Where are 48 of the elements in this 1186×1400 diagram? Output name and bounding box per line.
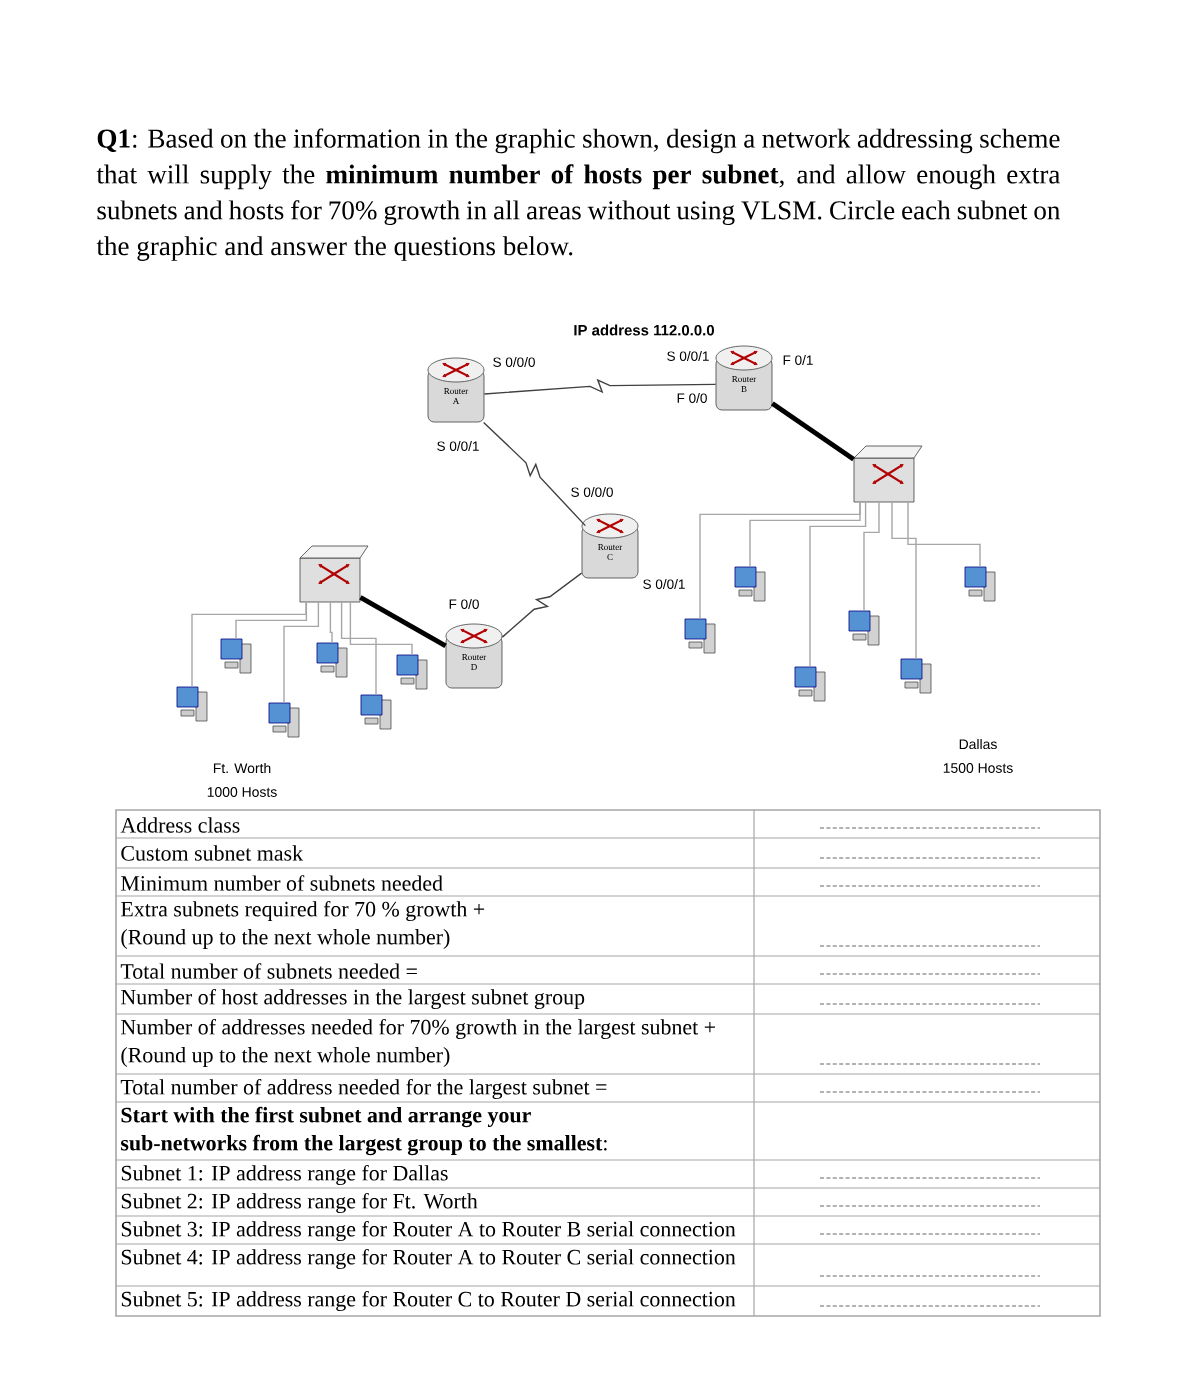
serial-link xyxy=(482,421,586,527)
table-cell-text: Minimum number of subnets needed xyxy=(121,875,443,891)
network-cable xyxy=(329,601,333,644)
network-cable xyxy=(891,501,917,660)
computer-icon xyxy=(684,618,716,654)
table-cell-text: Start with the first subnet and arrange your xyxy=(121,1106,531,1128)
network-cable xyxy=(863,501,880,612)
table-cell-text: (Round up to the next whole number) xyxy=(121,1047,450,1067)
network-switch-icon xyxy=(299,545,369,603)
network-cable xyxy=(809,501,867,668)
table-cell-text: Total number of address needed for the largest subnet = xyxy=(120,1078,607,1100)
table-cell-text: Number of host addresses in the largest subnet group xyxy=(121,988,585,1010)
serial-link xyxy=(501,572,583,638)
network-cable xyxy=(749,501,861,568)
computer-icon xyxy=(316,642,348,678)
serial-link xyxy=(483,378,717,395)
network-cable xyxy=(359,595,447,648)
computer-icon xyxy=(396,654,428,690)
network-cable xyxy=(191,601,307,688)
table-cell-text: Subnet 3: IP address range for Router A to Router B serial connection xyxy=(121,1220,736,1242)
table-cell-text: Total number of subnets needed = xyxy=(120,963,417,979)
question-text: Q1: Based on the information in the graphic shown, design a network addressing scheme that will supply the minimum number of hosts per subnet, and allow enough extra subnets and hosts for 70% growth in all areas without using VLSM. Circle each subnet on the graphic and answer the questions below. xyxy=(96,128,1061,261)
computer-icon xyxy=(900,658,932,694)
network-cable xyxy=(235,601,308,640)
computer-icon xyxy=(360,694,392,730)
table-cell-text: Subnet 5: IP address range for Router C to Router D serial connection xyxy=(121,1290,736,1312)
network-cable xyxy=(771,401,855,462)
computer-icon xyxy=(734,566,766,602)
table-cell-text: Extra subnets required for 70 % growth + xyxy=(121,900,485,922)
network-cable xyxy=(907,501,981,568)
computer-icon xyxy=(220,638,252,674)
network-cable xyxy=(340,601,377,696)
computer-icon xyxy=(848,610,880,646)
computer-icon xyxy=(964,566,996,602)
network-switch-icon xyxy=(853,445,923,503)
table-cell-text: Subnet 4: IP address range for Router A to Router C serial connection xyxy=(121,1248,736,1270)
network-cable xyxy=(349,601,413,656)
table-cell-text: Address class xyxy=(120,817,240,833)
network-cable xyxy=(283,601,320,704)
computer-icon xyxy=(794,666,826,702)
table-cell-text: sub-networks from the largest group to the smallest: xyxy=(121,1134,607,1156)
table-cell-text: Subnet 2: IP address range for Ft. Worth xyxy=(121,1192,478,1214)
table-cell-text: Number of addresses needed for 70% growth in the largest subnet + xyxy=(121,1018,715,1040)
table-cell-text: (Round up to the next whole number) xyxy=(121,929,450,949)
table-cell-text: Subnet 1: IP address range for Dallas xyxy=(121,1164,448,1186)
computer-icon xyxy=(268,702,300,738)
computer-icon xyxy=(176,686,208,722)
table-cell-text: Custom subnet mask xyxy=(121,845,304,861)
